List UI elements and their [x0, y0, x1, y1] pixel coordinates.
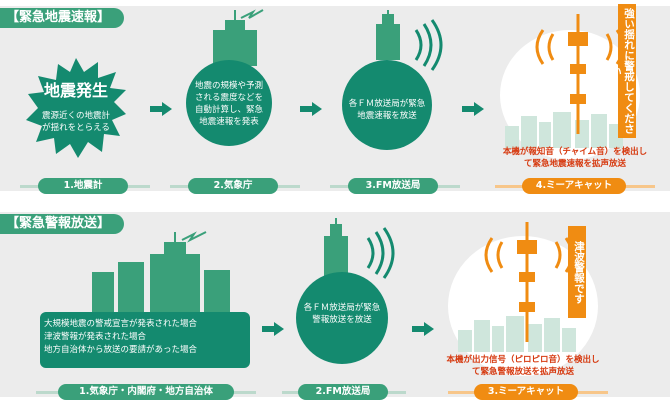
step1b-line-3: 地方自治体から放送の要請があった場合: [44, 345, 198, 355]
step3b-banner: 津波警報です: [568, 226, 586, 318]
radio-waves-icon: [414, 19, 443, 71]
step1b-panel: [40, 312, 250, 368]
step1-text: 震源近くの地震計が揺れをとらえる: [41, 111, 110, 133]
step2-label: 2.気象庁: [188, 178, 278, 194]
step2-text: 地震の規模や予測される震度などを自動計算し、緊急地震速報を発表: [194, 81, 263, 127]
step4-text: 本機が報知音（チャイム音）を検出して緊急地震速報を拡声放送: [502, 147, 648, 169]
step1b-line-2: 津波警報が発表された場合: [44, 332, 147, 342]
step1-label: 1.地震計: [38, 178, 128, 194]
arrow-right-icon: [300, 102, 322, 116]
step2b-text: 各ＦＭ放送局が緊急警報放送を放送: [303, 303, 381, 325]
city-skyline-icon: [458, 316, 576, 352]
fm-tower-icon: [324, 218, 348, 278]
step4-banner: 強い揺れに警戒してください: [610, 4, 636, 138]
quake-burst-icon: [26, 58, 126, 158]
step2b-label: 2.FM放送局: [298, 384, 388, 400]
section1-header: 【緊急地震速報】: [0, 8, 124, 28]
arrow-right-icon: [150, 102, 172, 116]
step1b-label: 1.気象庁・内閣府・地方自治体: [58, 384, 234, 400]
step3-circle: [342, 60, 432, 150]
meerkat-speaker-pole-icon: [517, 222, 537, 342]
city-skyline-icon: [505, 112, 623, 148]
meerkat-speaker-pole-icon: [568, 14, 588, 134]
step3b-label: 3.ミーアキャット: [474, 384, 578, 400]
step3-text: 各ＦＭ放送局が緊急地震速報を放送: [348, 99, 426, 121]
step3b-text: 本機が出力信号（ピロピロ音）を検出して緊急警報放送を拡声放送: [446, 355, 600, 377]
arrow-right-icon: [412, 322, 434, 336]
step4-label: 4.ミーアキャット: [522, 178, 626, 194]
step3-label: 3.FM放送局: [348, 178, 438, 194]
agency-building-icon: [213, 9, 264, 66]
fm-tower-icon: [376, 10, 400, 60]
arrow-right-icon: [262, 322, 284, 336]
government-buildings-icon: [92, 231, 230, 312]
radio-waves-icon: [366, 227, 395, 279]
arrow-right-icon: [462, 102, 484, 116]
step1-title: 地震発生: [43, 81, 108, 100]
step2-circle: [186, 60, 272, 146]
step1b-line-1: 大規模地震の警戒宣言が発表された場合: [44, 319, 198, 329]
section2-header: 【緊急警報放送】: [0, 214, 124, 234]
step2b-circle: [296, 272, 388, 364]
